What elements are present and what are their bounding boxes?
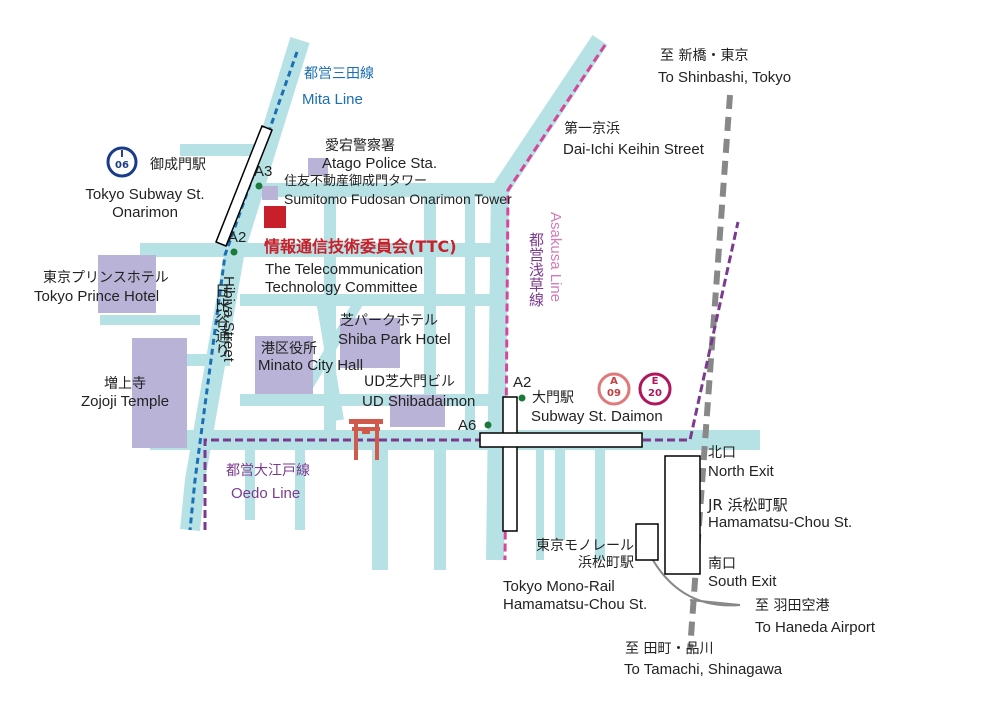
sumitomo-jp: 住友不動産御成門タワー	[284, 174, 428, 189]
monorail-en-line1: Tokyo Mono-Rail	[503, 578, 615, 595]
mita-line-en: Mita Line	[302, 91, 363, 108]
road-network	[100, 35, 760, 570]
ttc-en-line2: Technology Committee	[265, 279, 418, 296]
zojoji-label: 増上寺 Zojoji Temple	[70, 376, 180, 411]
south-exit-jp: 南口	[708, 556, 736, 572]
monorail-en: Tokyo Mono-Rail Hamamatsu-Chou St.	[503, 578, 647, 614]
asakusa-line-jp: 都営浅草線	[527, 232, 545, 307]
hibiya-street-en: Hibiya Street	[219, 276, 237, 386]
monorail-en-line2: Hamamatsu-Chou St.	[503, 596, 648, 613]
onarimon-en: Tokyo Subway St. Onarimon	[60, 186, 230, 222]
exit-a3-label: A3	[254, 163, 273, 180]
north-exit-jp: 北口	[708, 445, 736, 461]
zojoji-en: Zojoji Temple	[80, 392, 170, 410]
asakusa-line-en: Asakusa Line	[546, 212, 564, 302]
onarimon-jp: 御成門駅	[150, 157, 206, 173]
daimon-e-badge-icon	[638, 372, 672, 406]
to-tamachi-en: To Tamachi, Shinagawa	[624, 661, 783, 678]
minato-en: Minato City Hall	[258, 357, 364, 374]
atago-police-jp: 愛宕警察署	[325, 138, 395, 154]
hibiya-street-jp: 日比谷通り	[213, 283, 231, 358]
daimon-e-badge: E 20	[643, 376, 667, 400]
shiba-park-jp: 芝パークホテル	[340, 313, 438, 329]
to-haneda-en: To Haneda Airport	[755, 619, 876, 636]
badge-letter: A	[610, 376, 618, 387]
prince-hotel-jp: 東京プリンスホテル	[43, 270, 169, 286]
torii-gate-icon	[349, 419, 383, 460]
ud-en: UD Shibadaimon	[362, 393, 476, 410]
atago-police-en: Atago Police Sta.	[322, 155, 438, 172]
daimon-platform	[479, 396, 643, 532]
hamamatsucho-en: Hamamatsu-Chou St.	[708, 514, 853, 531]
hibiya-street-en-text: Hibiya Street	[220, 276, 237, 362]
onarimon-en-line2: Onarimon	[112, 204, 178, 221]
exit-a6-dot	[484, 421, 492, 429]
north-exit-en: North Exit	[708, 463, 774, 480]
prince-hotel-en: Tokyo Prince Hotel	[34, 288, 160, 305]
hamamatsucho-jp: JR 浜松町駅	[708, 496, 788, 514]
ud-jp: UD芝大門ビル	[364, 374, 456, 390]
shiba-park-en: Shiba Park Hotel	[338, 331, 451, 348]
keihin-street-jp: 第一京浜	[564, 121, 620, 137]
badge-number: 09	[607, 388, 621, 399]
daimon-a-badge-icon	[597, 372, 631, 406]
exit-a2-daimon-label: A2	[513, 374, 532, 391]
ttc-building-marker	[264, 206, 286, 228]
monorail-platform	[635, 523, 659, 561]
to-haneda-jp: 至 羽田空港	[755, 598, 830, 614]
monorail-jp-line1: 東京モノレール	[536, 538, 634, 554]
ttc-en: The Telecommunication Technology Committ…	[265, 261, 423, 297]
ttc-jp: 情報通信技術委員会(TTC)	[264, 237, 457, 256]
daimon-a-badge: A 09	[602, 376, 626, 400]
monorail-jp: 東京モノレール 浜松町駅	[500, 538, 634, 572]
oedo-line-track	[203, 221, 740, 530]
exit-a2-daimon-dot	[518, 394, 526, 402]
onarimon-badge-icon	[106, 146, 138, 178]
south-exit-en: South Exit	[708, 573, 777, 590]
to-shinbashi-en: To Shinbashi, Tokyo	[658, 69, 792, 86]
exit-a2-onarimon-label: A2	[228, 229, 247, 246]
asakusa-line-en-text: Asakusa Line	[547, 212, 564, 303]
sumitomo-en: Sumitomo Fudosan Onarimon Tower	[284, 191, 512, 207]
zojoji-jp: 増上寺	[104, 376, 146, 392]
mita-line-jp: 都営三田線	[304, 66, 374, 82]
oedo-line-en: Oedo Line	[231, 485, 301, 502]
onarimon-platform	[215, 125, 273, 247]
badge-letter: I	[120, 149, 124, 160]
daimon-jp: 大門駅	[532, 390, 574, 406]
badge-number: 20	[648, 388, 662, 399]
ttc-en-line1: The Telecommunication	[265, 261, 424, 278]
hamamatsucho-platform	[664, 455, 701, 575]
building-blocks	[98, 158, 445, 448]
keihin-street-en: Dai-Ichi Keihin Street	[563, 141, 704, 158]
minato-jp: 港区役所	[261, 341, 317, 357]
badge-letter: E	[651, 376, 659, 387]
oedo-line-jp: 都営大江戸線	[226, 463, 310, 479]
exit-a2-onarimon-dot	[230, 248, 238, 256]
to-tamachi-jp: 至 田町・品川	[625, 641, 714, 657]
monorail-line	[649, 554, 741, 607]
onarimon-badge: I 06	[110, 149, 134, 171]
monorail-jp-line2: 浜松町駅	[578, 554, 634, 571]
exit-a3-dot	[255, 182, 263, 190]
exit-a6-label: A6	[458, 417, 477, 434]
onarimon-en-line1: Tokyo Subway St.	[85, 186, 205, 203]
daimon-en: Subway St. Daimon	[531, 408, 663, 425]
badge-number: 06	[115, 160, 129, 171]
to-shinbashi-jp: 至 新橋・東京	[660, 48, 749, 64]
